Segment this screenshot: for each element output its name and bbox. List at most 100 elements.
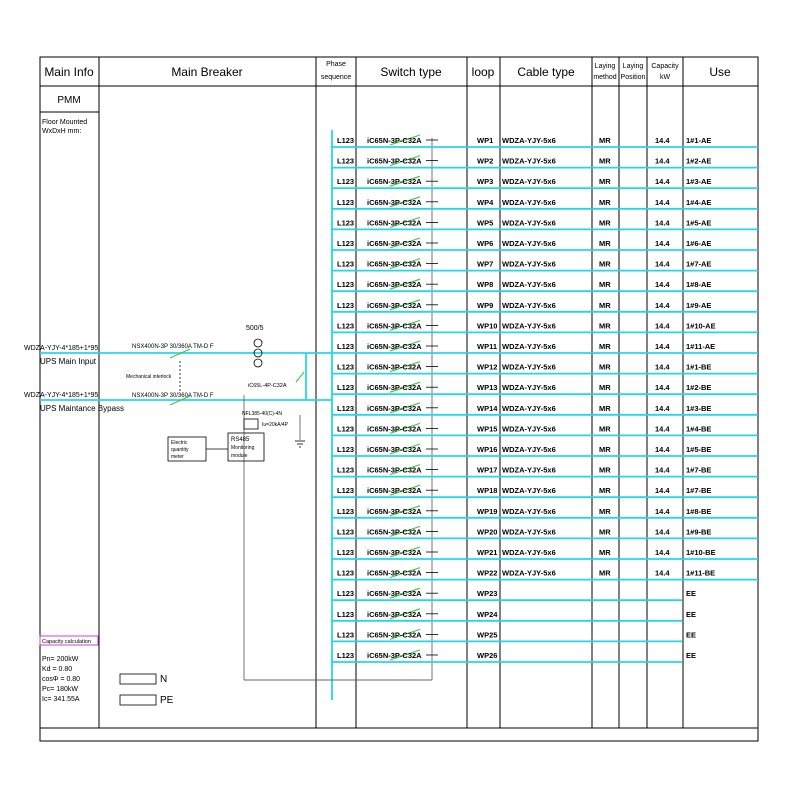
row-breaker-contact — [389, 361, 421, 373]
main-breaker-contact — [169, 348, 191, 359]
legend-n-box — [119, 673, 157, 685]
row-phase: L123 — [337, 486, 354, 495]
row-use: 1#8-AE — [686, 280, 711, 289]
row-use: 1#9-BE — [686, 527, 711, 536]
row-loop: WP26 — [477, 651, 497, 660]
row-phase: L123 — [337, 239, 354, 248]
row-use: 1#10-BE — [686, 548, 716, 557]
row-laying-method: MR — [599, 466, 611, 475]
row-capacity: 14.4 — [655, 342, 670, 351]
calc-pn: Pn= 200kW — [42, 656, 79, 663]
row-phase: L123 — [337, 445, 354, 454]
row-laying-method: MR — [599, 548, 611, 557]
row-laying-method: MR — [599, 363, 611, 372]
row-switch-type: iC65N-3P-C32A — [367, 610, 422, 619]
row-phase: L123 — [337, 466, 354, 475]
row-use: 1#7-AE — [686, 260, 711, 269]
row-phase: L123 — [337, 507, 354, 516]
spd-rating: Iu=20kA/4P — [262, 422, 289, 428]
mounting-size: WxDxH mm: — [42, 128, 81, 135]
meter-label: quantity — [171, 447, 189, 453]
row-phase: L123 — [337, 424, 354, 433]
header-cable-type: Cable type — [517, 65, 575, 79]
row-phase: L123 — [337, 218, 354, 227]
header-capacity: Capacity — [651, 63, 679, 70]
row-breaker-contact — [389, 546, 421, 558]
table-border — [39, 56, 759, 742]
table-header: Main Info Main Breaker Phase sequence Sw… — [44, 61, 731, 81]
calc-ic: Ic= 341.55A — [42, 696, 80, 703]
row-loop: WP18 — [477, 486, 497, 495]
row-breaker-contact — [389, 505, 421, 517]
row-laying-method: MR — [599, 445, 611, 454]
row-capacity: 14.4 — [655, 527, 670, 536]
header-main-info: Main Info — [44, 65, 94, 79]
main-input-label: UPS Main Input — [40, 357, 97, 366]
row-loop: WP19 — [477, 507, 497, 516]
row-switch-type: iC65N-3P-C32A — [367, 157, 422, 166]
capacity-calc-box — [39, 635, 99, 646]
row-switch-type: iC65N-3P-C32A — [367, 177, 422, 186]
row-loop: WP21 — [477, 548, 497, 557]
spd-breaker-contact — [295, 371, 305, 383]
row-phase: L123 — [337, 404, 354, 413]
mounting-type: Floor Mounted — [42, 119, 87, 126]
row-switch-type: iC65N-3P-C32A — [367, 301, 422, 310]
row-breaker-contact — [389, 402, 421, 414]
row-phase: L123 — [337, 136, 354, 145]
header-loop: loop — [472, 65, 495, 79]
meter-label: meter — [171, 454, 184, 460]
row-use: 1#9-AE — [686, 301, 711, 310]
header-phase: Phase — [326, 61, 346, 68]
row-loop: WP22 — [477, 569, 497, 578]
row-capacity: 14.4 — [655, 445, 670, 454]
row-phase: L123 — [337, 363, 354, 372]
row-use: 1#3-BE — [686, 404, 711, 413]
row-laying-method: MR — [599, 342, 611, 351]
row-use: 1#7-BE — [686, 466, 711, 475]
ct-coil-icon — [253, 348, 263, 358]
spd-breaker-model: iC65L-4P-C32A — [248, 383, 287, 389]
row-capacity: 14.4 — [655, 218, 670, 227]
row-use: 1#1-BE — [686, 363, 711, 372]
row-phase: L123 — [337, 589, 354, 598]
row-loop: WP15 — [477, 424, 497, 433]
header-use: Use — [709, 65, 731, 79]
row-switch-type: iC65N-3P-C32A — [367, 486, 422, 495]
bypass-breaker-contact — [169, 395, 191, 406]
row-cable-type: WDZA-YJY-5x6 — [502, 507, 556, 516]
row-breaker-contact — [389, 155, 421, 167]
row-cable-type: WDZA-YJY-5x6 — [502, 321, 556, 330]
row-switch-type: iC65N-3P-C32A — [367, 569, 422, 578]
header-main-breaker: Main Breaker — [171, 65, 242, 79]
row-capacity: 14.4 — [655, 177, 670, 186]
row-loop: WP20 — [477, 527, 497, 536]
header-switch-type: Switch type — [380, 65, 442, 79]
row-laying-method: MR — [599, 404, 611, 413]
row-switch-type: iC65N-3P-C32A — [367, 507, 422, 516]
row-cable-type: WDZA-YJY-5x6 — [502, 342, 556, 351]
row-loop: WP24 — [477, 610, 498, 619]
row-cable-type: WDZA-YJY-5x6 — [502, 404, 556, 413]
header-laying-position-sub: Position — [621, 74, 646, 81]
row-phase: L123 — [337, 301, 354, 310]
row-loop: WP3 — [477, 177, 493, 186]
monitoring-module-box — [227, 432, 265, 462]
row-breaker-contact — [389, 134, 421, 146]
row-loop: WP14 — [477, 404, 498, 413]
row-breaker-contact — [389, 628, 421, 640]
row-cable-type: WDZA-YJY-5x6 — [502, 548, 556, 557]
